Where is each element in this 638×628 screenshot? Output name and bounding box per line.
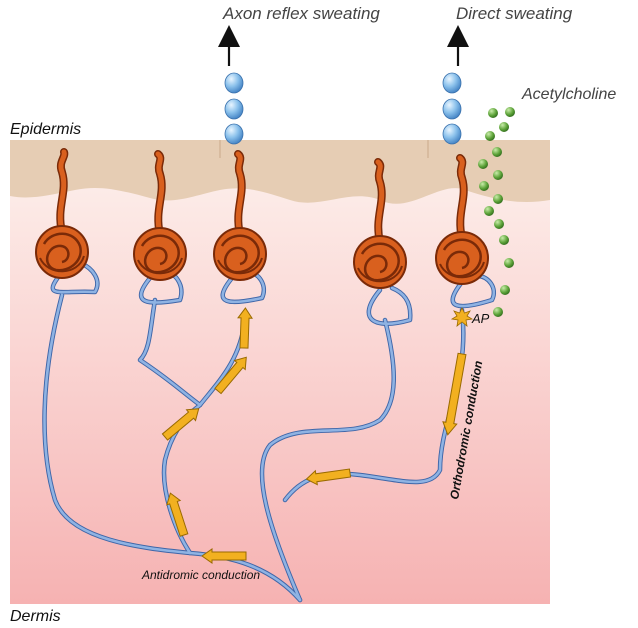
dermis-label: Dermis (10, 608, 61, 625)
acetylcholine-particle-icon (488, 108, 498, 118)
orthodromic-arrow (442, 352, 467, 436)
acetylcholine-particle-icon (493, 307, 503, 317)
direct-sweating-label: Direct sweating (456, 4, 573, 23)
acetylcholine-particle-icon (479, 181, 489, 191)
epidermis-layer (10, 140, 550, 204)
action-potential-star-icon (450, 307, 474, 327)
acetylcholine-particle-icon (493, 194, 503, 204)
acetylcholine-particle-icon (505, 107, 515, 117)
sweat-glands (35, 148, 489, 289)
acetylcholine-particle-icon (504, 258, 514, 268)
sweat-droplet-icon (224, 72, 244, 94)
acetylcholine-particle-icon (492, 147, 502, 157)
acetylcholine-particle-icon (499, 235, 509, 245)
sweat-droplet-icon (224, 98, 244, 120)
antidromic-arrow (161, 408, 200, 441)
acetylcholine-particle-icon (484, 206, 494, 216)
sweat-droplet-icon (224, 123, 244, 145)
acetylcholine-particle-icon (478, 159, 488, 169)
acetylcholine-label: Acetylcholine (521, 86, 616, 103)
acetylcholine-particle-icon (485, 131, 495, 141)
acetylcholine-particle-icon (493, 170, 503, 180)
antidromic-arrow (237, 307, 253, 349)
acetylcholine-particle-icon (494, 219, 504, 229)
sweat-droplets-direct (442, 72, 462, 145)
sweat-gland-icon (435, 154, 489, 285)
sweat-gland-icon (353, 158, 407, 289)
sweat-droplets-axon-reflex (224, 72, 244, 145)
acetylcholine-particle-icon (500, 285, 510, 295)
acetylcholine-particles (478, 107, 515, 317)
sweat-droplet-icon (442, 72, 462, 94)
antidromic-arrow (214, 356, 247, 395)
orthodromic-arrow (305, 468, 352, 486)
acetylcholine-particle-icon (499, 122, 509, 132)
conduction-arrows (161, 307, 467, 564)
ap-label: AP (471, 311, 490, 326)
axon-reflex-sweating-label: Axon reflex sweating (222, 4, 380, 23)
epidermis-label: Epidermis (10, 121, 81, 138)
antidromic-conduction-label: Antidromic conduction (141, 568, 260, 582)
sweat-droplet-icon (442, 98, 462, 120)
sweat-droplet-icon (442, 123, 462, 145)
antidromic-arrow (201, 548, 247, 564)
sweat-gland-icon (133, 150, 187, 281)
sweat-gland-icon (35, 148, 89, 279)
sweat-gland-icon (213, 150, 267, 281)
antidromic-arrow (166, 492, 189, 537)
